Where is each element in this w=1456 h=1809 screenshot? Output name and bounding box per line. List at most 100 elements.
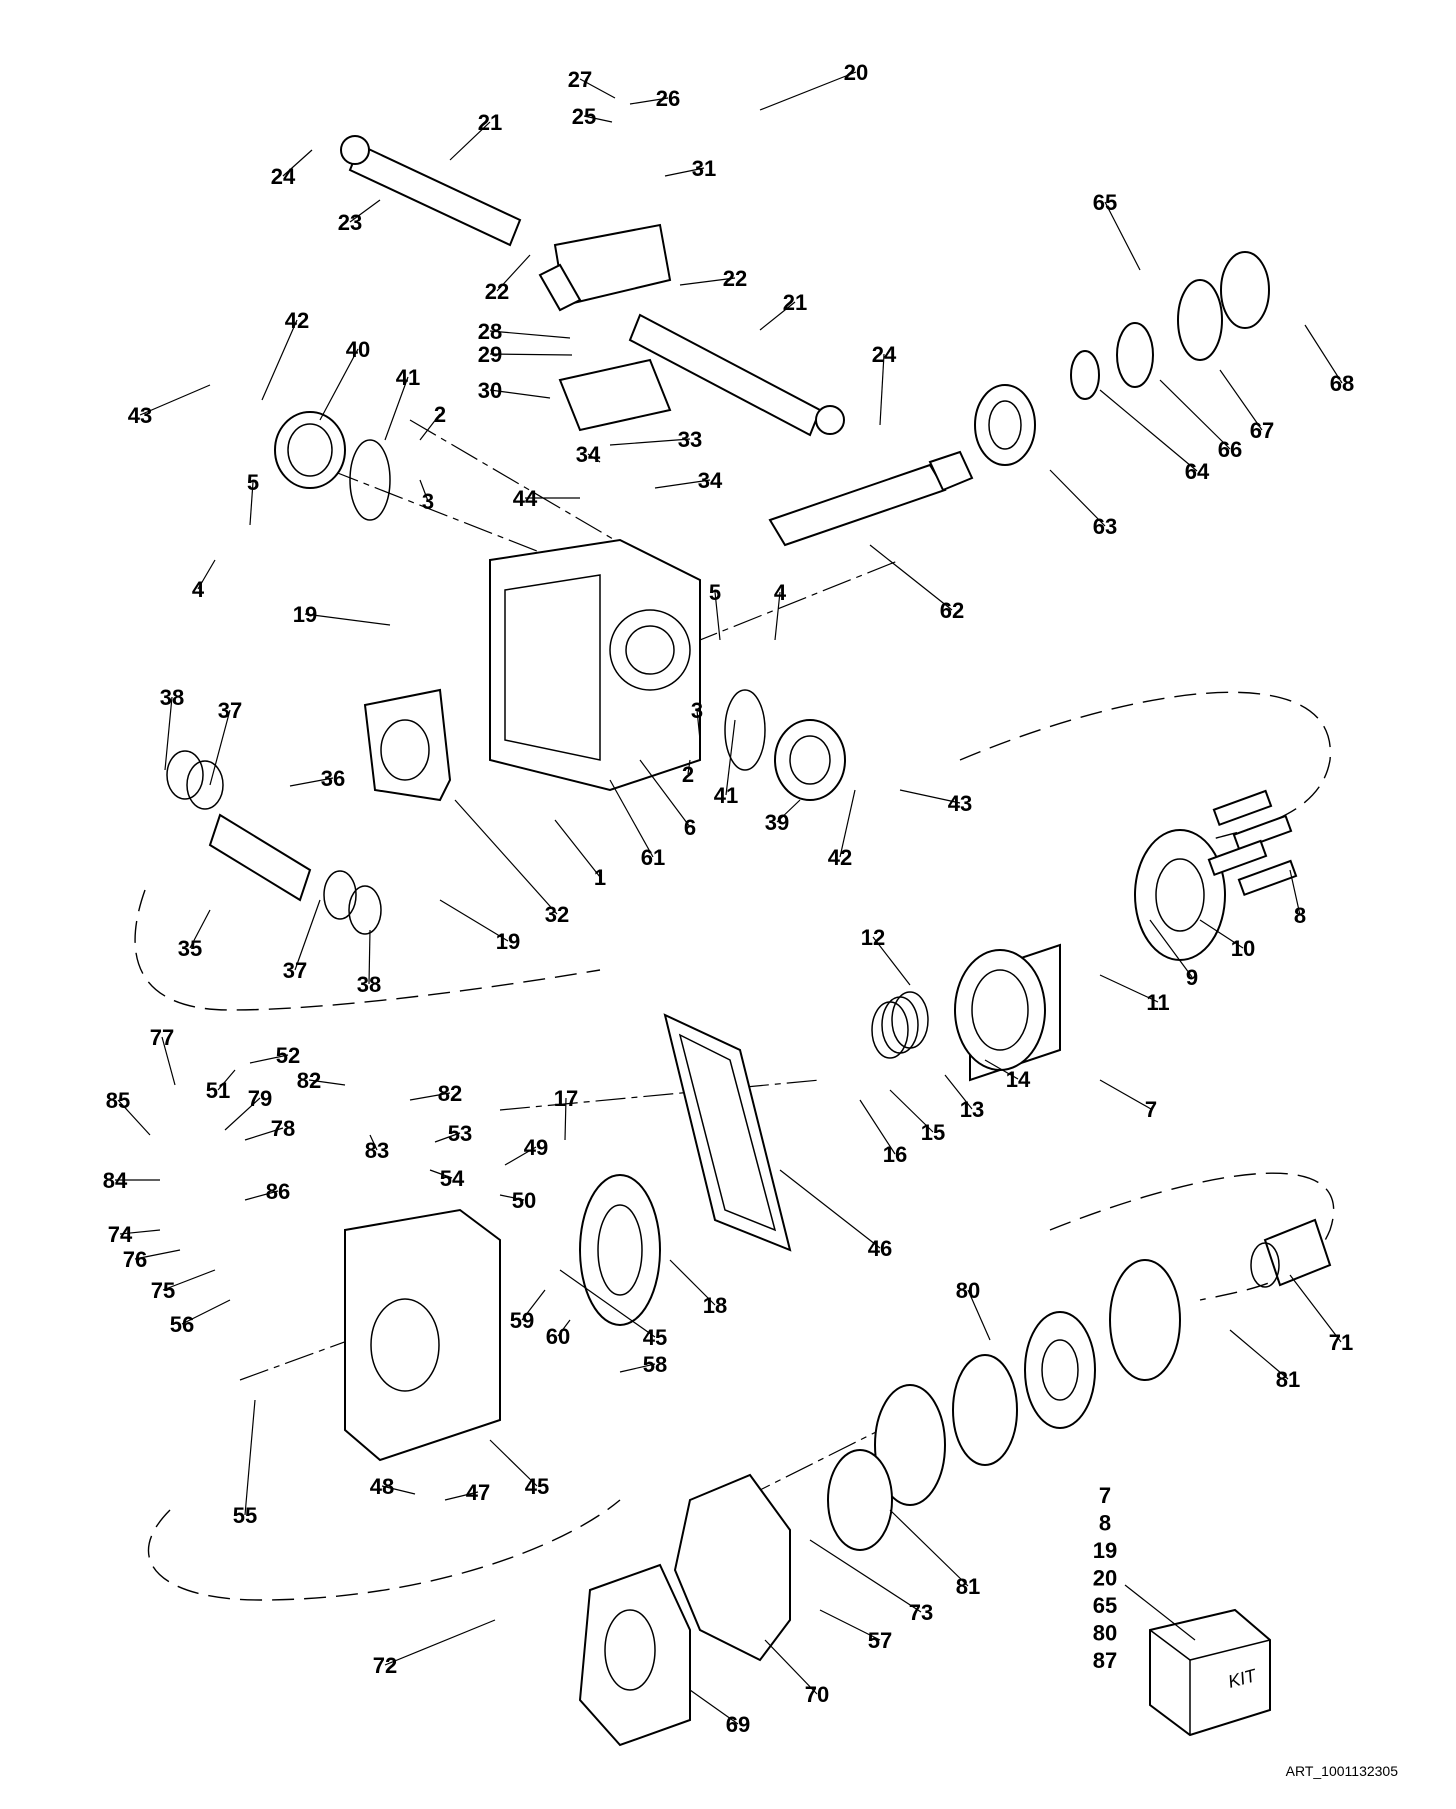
callout-21: 21 (759, 290, 807, 331)
part-number-label: 60 (546, 1324, 570, 1349)
callout-73: 73 (809, 1539, 933, 1625)
callout-51: 51 (206, 1069, 236, 1103)
leader-line (444, 1491, 479, 1501)
leader-line (409, 1092, 451, 1101)
callout-20: 20 (759, 60, 868, 111)
callout-46: 46 (779, 1169, 892, 1261)
callout-37: 37 (209, 698, 242, 786)
leader-line (368, 929, 371, 985)
callout-53: 53 (434, 1121, 472, 1146)
part-number-label: 19 (496, 929, 520, 954)
leader-line (119, 1229, 161, 1235)
leader-line (1159, 379, 1231, 450)
leader-line (725, 719, 736, 796)
leader-line (489, 389, 551, 399)
callout-21: 21 (449, 110, 502, 161)
leader-line (689, 1689, 739, 1725)
kit-box-shape (1149, 1608, 1271, 1737)
charge-pump-shape (827, 1259, 1181, 1551)
leader-line (439, 899, 509, 942)
leader-line (454, 799, 558, 915)
callout-77: 77 (150, 1025, 176, 1086)
leader-line (499, 1194, 525, 1201)
callout-8: 8 (1289, 869, 1306, 928)
part-number-label: 34 (576, 442, 601, 467)
leader-line (1289, 869, 1301, 916)
kit-item: 80 (1093, 1621, 1117, 1646)
leader-line (869, 544, 953, 611)
part-number-label: 40 (346, 337, 370, 362)
leader-line (654, 479, 711, 489)
part-number-label: 73 (909, 1600, 933, 1625)
leader-line (759, 71, 857, 111)
callout-25: 25 (572, 104, 613, 129)
callout-68: 68 (1304, 324, 1354, 396)
leader-line (1289, 1274, 1342, 1343)
leader-line (779, 1169, 881, 1249)
leader-line (639, 759, 691, 828)
callout-28: 28 (478, 319, 571, 344)
leader-line (249, 1054, 289, 1064)
pistons-shape (1207, 789, 1298, 897)
callout-84: 84 (103, 1168, 160, 1193)
callout-63: 63 (1049, 469, 1117, 539)
callout-7: 7 (1099, 1079, 1157, 1122)
part-number-label: 59 (510, 1308, 534, 1333)
leader-line (859, 1099, 896, 1155)
part-number-label: 8 (1294, 903, 1306, 928)
part-number-label: 47 (466, 1480, 490, 1505)
cylinder-block-shape (954, 943, 1061, 1082)
leader-line (774, 591, 781, 641)
part-number-label: 45 (643, 1325, 667, 1350)
part-number-label: 49 (524, 1135, 548, 1160)
servo-sleeve-right-shape (724, 689, 846, 801)
part-number-label: 38 (160, 685, 184, 710)
callout-41: 41 (384, 365, 420, 441)
leader-line (308, 1079, 346, 1086)
callout-32: 32 (454, 799, 569, 927)
part-number-label: 86 (266, 1179, 290, 1204)
part-number-label: 46 (868, 1236, 892, 1261)
callout-9: 9 (1149, 919, 1198, 990)
kit-item: 8 (1099, 1511, 1111, 1536)
leader-line (434, 1132, 461, 1143)
leader-line (889, 1089, 934, 1133)
leader-line (559, 1269, 656, 1338)
leader-line (764, 1639, 818, 1695)
part-number-label: 85 (106, 1088, 130, 1113)
leader-line (669, 1259, 716, 1306)
leader-line (249, 481, 254, 526)
leader-line (1229, 1329, 1289, 1380)
callout-69: 69 (689, 1689, 750, 1737)
gasket-shape (663, 1013, 792, 1252)
part-number-label: 33 (678, 427, 702, 452)
callout-85: 85 (106, 1088, 151, 1136)
retainer-plate-shape (1134, 829, 1226, 961)
part-number-label: 24 (271, 164, 296, 189)
part-number-label: 71 (1329, 1330, 1353, 1355)
part-shapes (166, 135, 1332, 1747)
part-number-label: 50 (512, 1188, 536, 1213)
part-number-label: 45 (525, 1474, 549, 1499)
callout-86: 86 (244, 1179, 290, 1204)
part-number-label: 18 (703, 1293, 727, 1318)
callout-83: 83 (365, 1134, 389, 1163)
part-number-label: 5 (247, 470, 259, 495)
leader-line (944, 1074, 973, 1110)
part-number-label: 83 (365, 1138, 389, 1163)
leader-line (504, 1146, 537, 1166)
leader-line (583, 115, 613, 123)
part-number-label: 35 (178, 936, 202, 961)
callout-27: 27 (568, 67, 616, 99)
callout-38: 38 (357, 929, 381, 997)
callout-72: 72 (373, 1619, 496, 1678)
part-number-label: 58 (643, 1352, 667, 1377)
valve-plate-shape (579, 1174, 661, 1326)
part-number-label: 11 (1146, 990, 1169, 1015)
leader-line (419, 413, 441, 441)
part-number-label: 13 (960, 1097, 984, 1122)
part-number-label: 43 (128, 403, 152, 428)
callout-45: 45 (489, 1439, 549, 1499)
charge-cover-shape (1250, 1218, 1332, 1288)
callout-26: 26 (629, 86, 680, 111)
